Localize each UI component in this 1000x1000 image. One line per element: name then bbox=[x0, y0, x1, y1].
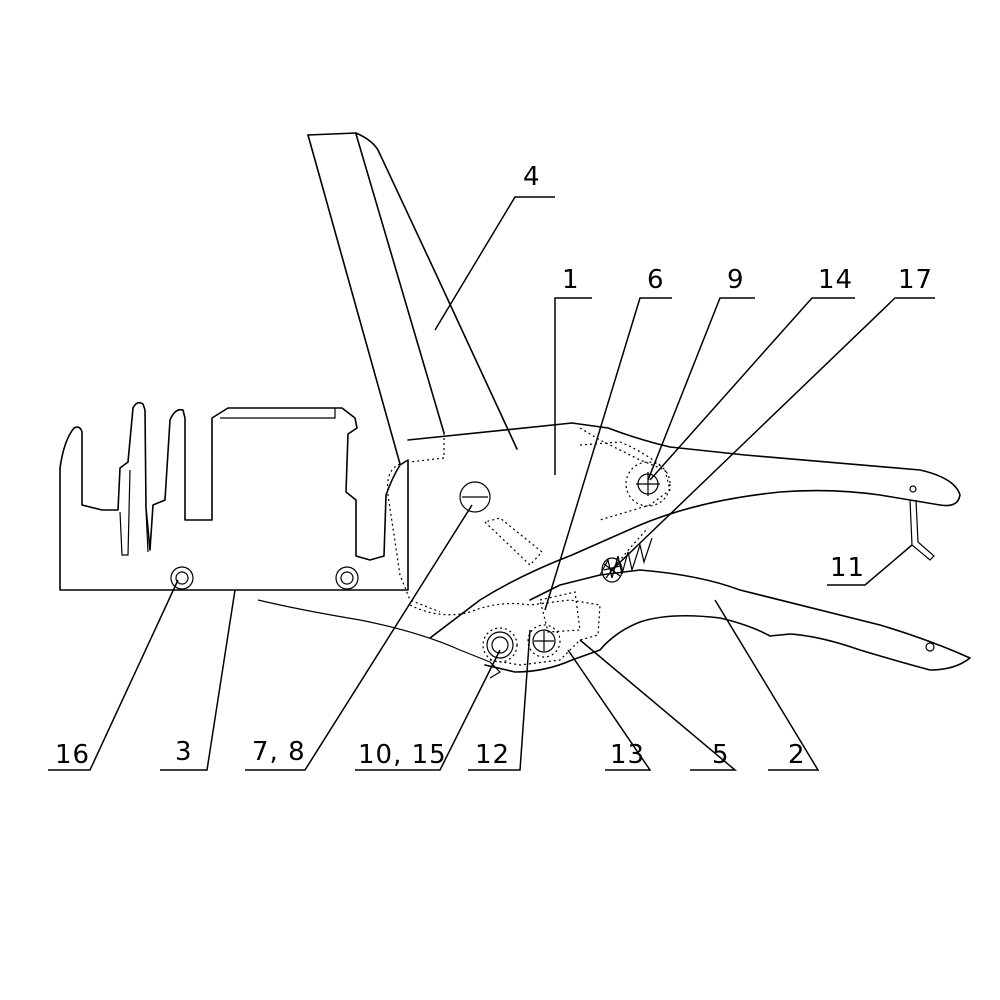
label-14: 14 bbox=[818, 265, 853, 295]
leader-lines bbox=[48, 196, 935, 771]
label-7-8: 7, 8 bbox=[252, 737, 306, 767]
label-12: 12 bbox=[475, 740, 510, 770]
hook-part-11 bbox=[909, 485, 935, 561]
label-6: 6 bbox=[647, 265, 665, 295]
pivot-part-9 bbox=[625, 461, 671, 507]
part-labels: 4 1 6 9 14 17 11 16 3 7, 8 10, 15 12 13 … bbox=[55, 162, 933, 770]
label-10-15: 10, 15 bbox=[358, 740, 447, 770]
handle-part-2 bbox=[484, 569, 971, 673]
label-13: 13 bbox=[610, 740, 645, 770]
label-1: 1 bbox=[562, 265, 580, 295]
label-2: 2 bbox=[788, 740, 806, 770]
label-5: 5 bbox=[712, 740, 730, 770]
label-16: 16 bbox=[55, 740, 90, 770]
die-plate-part-3 bbox=[59, 401, 409, 591]
label-17: 17 bbox=[898, 265, 933, 295]
label-4: 4 bbox=[523, 162, 541, 192]
label-3: 3 bbox=[175, 737, 193, 767]
body-part-1 bbox=[257, 422, 961, 663]
label-9: 9 bbox=[727, 265, 745, 295]
blade-part-4 bbox=[307, 132, 518, 613]
label-11: 11 bbox=[830, 553, 865, 583]
gear-mechanism bbox=[409, 591, 601, 679]
